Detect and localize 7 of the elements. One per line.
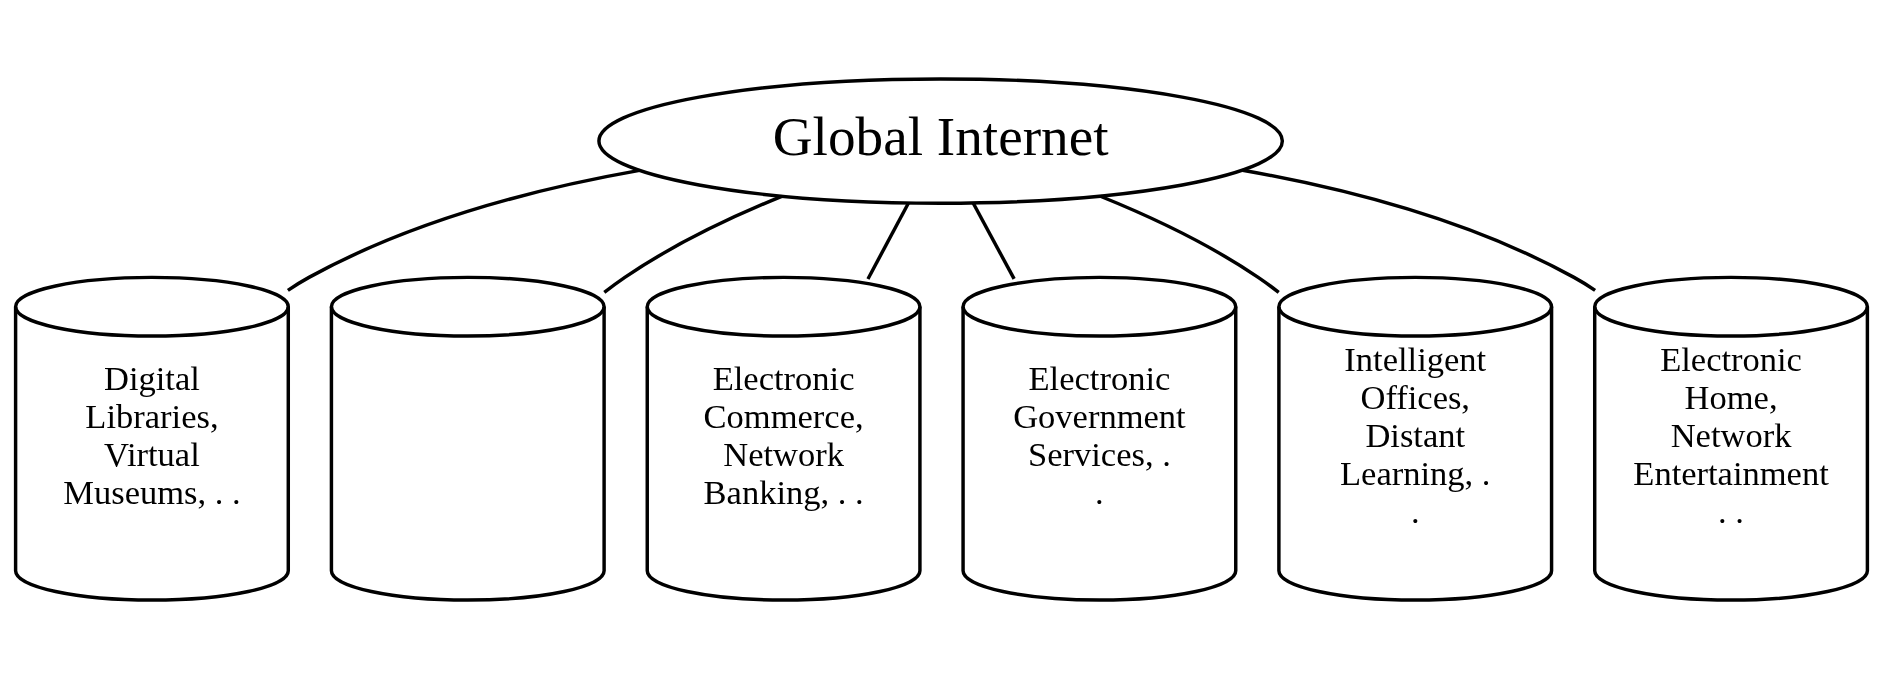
connector [971, 201, 1016, 280]
node-ellipse: Global Internet [597, 76, 1285, 205]
connector [1099, 194, 1280, 294]
connector [603, 194, 783, 294]
connector [286, 168, 640, 292]
connector [1242, 168, 1597, 292]
connector [866, 201, 910, 280]
